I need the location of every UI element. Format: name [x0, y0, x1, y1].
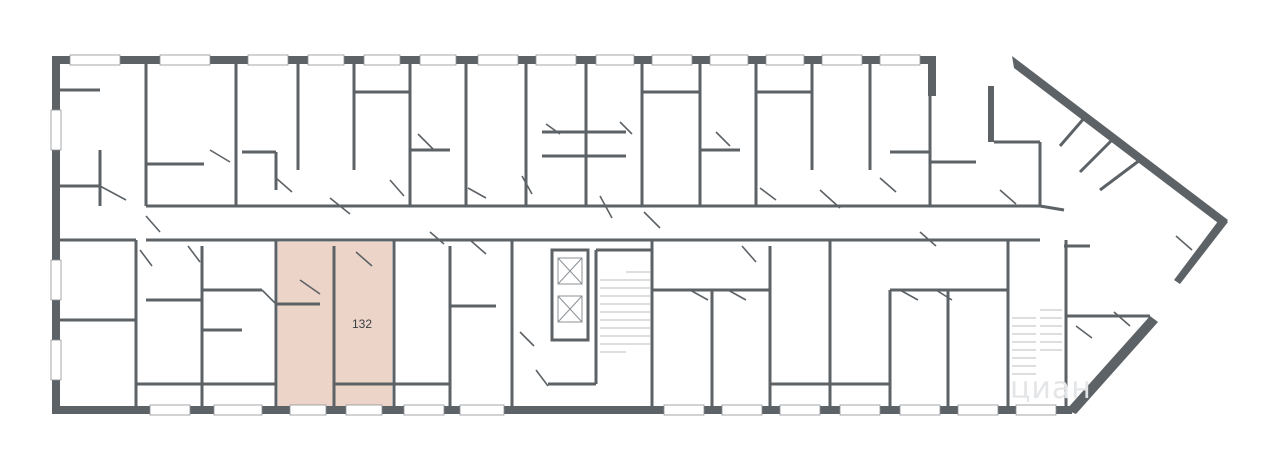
interior-walls-top: [60, 64, 1141, 206]
corridor-walls: [146, 204, 1065, 242]
exterior-walls: [52, 56, 1228, 414]
watermark-text: циан: [1010, 371, 1092, 406]
stairwell-right: [1012, 309, 1062, 375]
windows: [50, 54, 1057, 416]
elevator-shaft: [550, 248, 590, 342]
interior-walls-bottom: [60, 238, 1150, 406]
door-swings: [99, 121, 1193, 387]
apartment-132-number: 132: [352, 317, 372, 331]
stairwell-left: [600, 271, 650, 353]
